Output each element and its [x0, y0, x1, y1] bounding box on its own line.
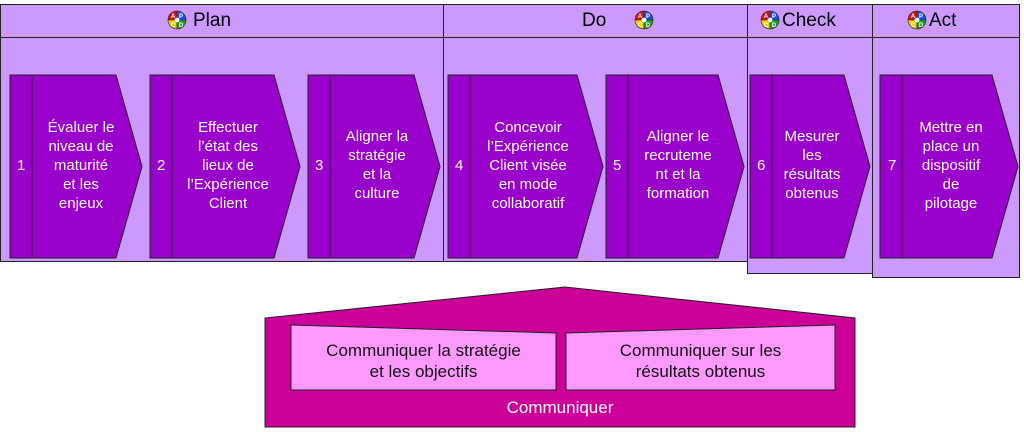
pdca-letter: D — [646, 23, 651, 29]
communication-card-shape — [565, 324, 836, 391]
step-label: Mettre en place un dispositif de pilotag… — [919, 118, 983, 212]
pdca-letter: D — [772, 23, 777, 29]
pdca-letter: P — [772, 14, 776, 20]
pdca-letter: C — [764, 23, 769, 29]
pdca-letter: A — [171, 14, 176, 20]
step-number: 6 — [757, 157, 766, 174]
step-number: 2 — [157, 157, 166, 174]
communication-item-label: Communiquer la stratégie et les objectif… — [326, 341, 521, 381]
pdca-letter: C — [911, 23, 916, 29]
process-step: 1 Évaluer le niveau de maturité et les e… — [9, 74, 143, 259]
step-number-tab — [447, 74, 471, 259]
step-number: 4 — [455, 157, 464, 174]
phase-title: Do — [582, 10, 607, 31]
communication-house-shape — [264, 286, 856, 428]
pdca-letter: A — [911, 14, 916, 20]
process-step: 6 Mesurer les résultats obtenus — [749, 74, 871, 259]
phase-title: Check — [782, 10, 836, 31]
step-number-tab — [9, 74, 33, 259]
process-step: 2 Effectuer l’état des lieux de l’Expéri… — [149, 74, 301, 259]
communication-card-shape — [290, 324, 557, 391]
pdca-center — [914, 17, 920, 23]
step-label: Aligner le recruteme nt et la formation — [644, 128, 712, 202]
step-number-tab — [307, 74, 331, 259]
step-number: 5 — [613, 157, 622, 174]
pdca-letter: C — [638, 23, 643, 29]
communication-main-label: Communiquer — [506, 398, 614, 417]
pdca-letter: D — [919, 23, 924, 29]
pdca-letter: C — [171, 23, 176, 29]
phase-title: Act — [929, 10, 957, 31]
pdca-letter: P — [646, 14, 650, 20]
step-label: Évaluer le niveau de maturité et les enj… — [47, 118, 115, 212]
step-label: Effectuer l’état des lieux de l’Expérien… — [187, 118, 269, 212]
step-number-tab — [605, 74, 629, 259]
process-step: 5 Aligner le recruteme nt et la formatio… — [605, 74, 745, 259]
pdca-center — [767, 17, 773, 23]
step-number: 1 — [17, 157, 26, 174]
pdca-letter: D — [179, 23, 184, 29]
pdca-letter: A — [638, 14, 643, 20]
step-label: Concevoir l’Expérience Client visée en m… — [487, 118, 569, 212]
pdca-letter: P — [919, 14, 923, 20]
phase-title: Plan — [193, 10, 232, 31]
process-step: 7 Mettre en place un dispositif de pilot… — [879, 74, 1019, 259]
step-label: Mesurer les résultats obtenus — [783, 128, 841, 202]
pdca-center — [641, 17, 647, 23]
pdca-quadrant — [176, 19, 187, 30]
process-step: 3 Aligner la stratégie et la culture — [307, 74, 441, 259]
step-number-tab — [749, 74, 773, 259]
pdca-letter: A — [764, 14, 769, 20]
step-label: Aligner la stratégie et la culture — [345, 128, 409, 202]
step-number-tab — [149, 74, 173, 259]
communication-item-label: Communiquer sur les résultats obtenus — [619, 341, 782, 381]
pdca-center — [174, 17, 180, 23]
step-number-tab — [879, 74, 903, 259]
process-step: 4 Concevoir l’Expérience Client visée en… — [447, 74, 604, 259]
pdca-letter: P — [179, 14, 183, 20]
pdca-quadrant — [769, 19, 780, 30]
step-number: 3 — [315, 157, 324, 174]
pdca-quadrant — [643, 19, 654, 30]
pdca-quadrant — [916, 19, 927, 30]
step-number: 7 — [888, 157, 897, 174]
